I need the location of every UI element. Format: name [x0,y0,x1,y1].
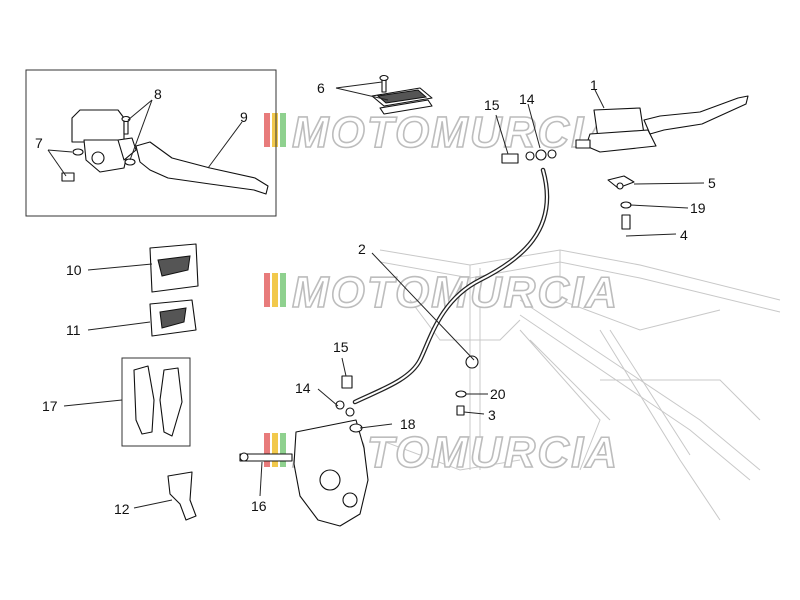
part-brake-switch [607,175,635,230]
part-pad-clip [167,471,197,521]
watermark-text: MOTOMURCIA [292,268,619,317]
callout-11: 11 [66,322,81,338]
part-pad-kit-11 [149,299,197,337]
watermark-text: MOTOMURCIA [292,108,619,157]
watermark-stripe [264,433,270,467]
watermark-stripe [272,433,278,467]
inset-box [25,69,277,217]
watermark-stripe [280,433,286,467]
callout-2: 2 [358,241,366,257]
watermark-stripe [272,273,278,307]
callout-12: 12 [114,501,130,517]
part-brake-caliper [239,375,369,527]
callout-18: 18 [400,416,416,432]
callout-20: 20 [490,386,506,402]
part-small-hardware [455,390,467,416]
watermark-stripe [280,113,286,147]
callout-10: 10 [66,262,82,278]
leader-lines [47,81,705,509]
part-lever-inset [135,141,269,195]
callout-7: 7 [35,135,43,151]
callout-17: 17 [42,398,58,414]
callout-19: 19 [690,200,706,216]
pads-box [121,357,191,447]
watermark-stripe [264,273,270,307]
callout-16: 16 [251,498,267,514]
callout-8: 8 [154,86,162,102]
part-reservoir-cap [371,74,433,115]
callout-14-lower: 14 [295,380,311,396]
part-banjo-upper [501,149,557,164]
watermark-stripe [280,273,286,307]
callout-5: 5 [708,175,716,191]
watermark-top: MOTOMURCIA [264,107,619,158]
callout-4: 4 [680,227,688,243]
callout-9: 9 [240,109,248,125]
watermark-stripe [264,113,270,147]
callout-14-upper: 14 [519,91,535,107]
part-brake-pads [133,365,183,437]
part-screws-inset [61,115,136,182]
callout-3: 3 [488,407,496,423]
callout-1: 1 [590,77,598,93]
callout-labels: 1 2 3 4 5 6 7 8 9 10 11 12 14 14 15 15 1… [35,77,716,517]
part-brake-hose [352,167,550,405]
watermark-middle: MOTOMURCIA [264,267,619,318]
callout-15-upper: 15 [484,97,500,113]
frame-outline [379,249,781,521]
part-master-cylinder [575,95,749,153]
callout-15-lower: 15 [333,339,349,355]
callout-6: 6 [317,80,325,96]
part-pad-kit-10 [149,243,199,293]
watermark-stripe [272,113,278,147]
